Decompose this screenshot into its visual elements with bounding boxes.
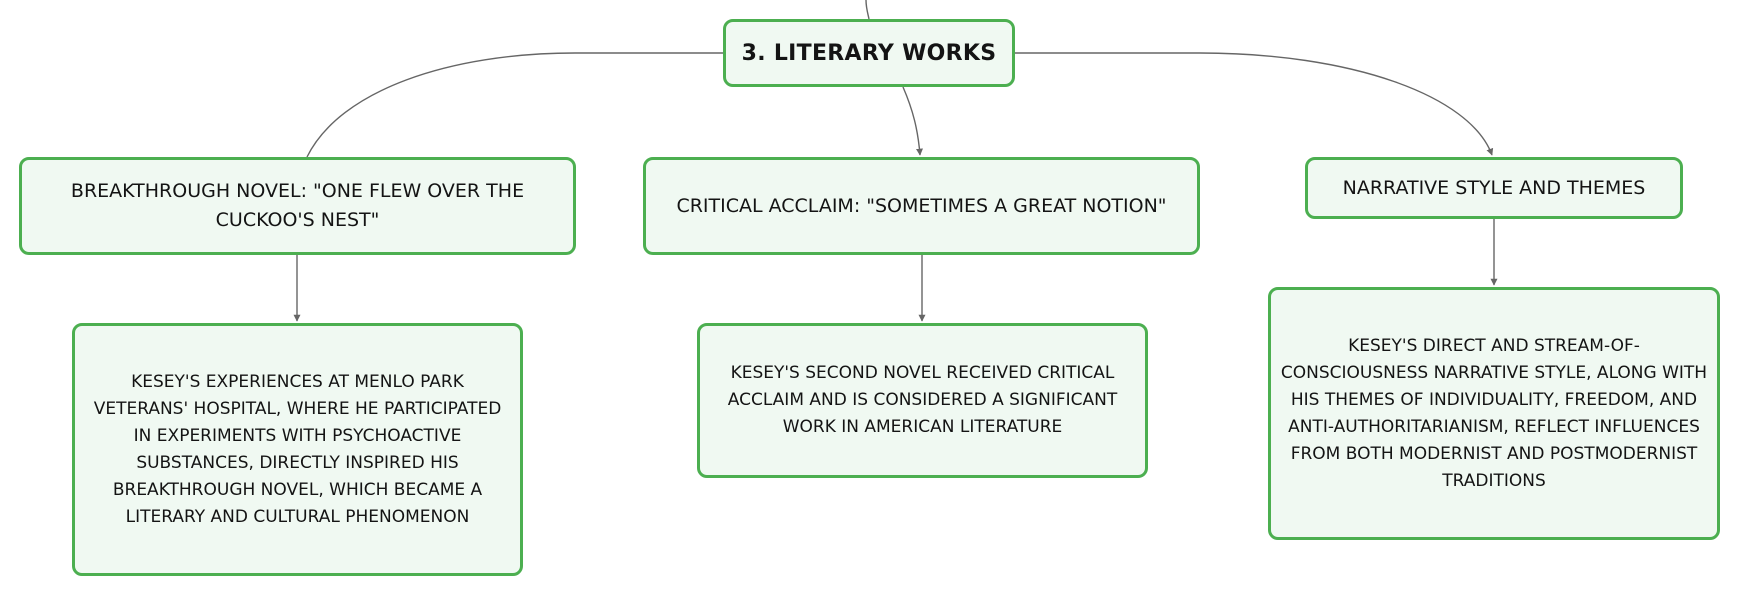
connector-root-to-style	[1015, 52, 1494, 156]
root-node-label: 3. LITERARY WORKS	[741, 40, 997, 66]
node-narrative-style-label: NARRATIVE STYLE AND THEMES	[1342, 176, 1646, 199]
node-breakthrough-novel[interactable]: BREAKTHROUGH NOVEL: "ONE FLEW OVER THE C…	[19, 157, 576, 255]
node-narrative-style[interactable]: NARRATIVE STYLE AND THEMES	[1305, 157, 1683, 219]
node-style-detail-text: KESEY'S DIRECT AND STREAM-OF-CONSCIOUSNE…	[1280, 335, 1708, 491]
node-acclaim-detail[interactable]: KESEY'S SECOND NOVEL RECEIVED CRITICAL A…	[697, 323, 1148, 478]
node-style-detail[interactable]: KESEY'S DIRECT AND STREAM-OF-CONSCIOUSNE…	[1268, 287, 1720, 540]
connector-root-to-breakthrough	[306, 52, 723, 158]
connector-parent-to-root	[865, 0, 870, 20]
root-node-literary-works[interactable]: 3. LITERARY WORKS	[723, 19, 1015, 87]
node-critical-acclaim-label: CRITICAL ACCLAIM: "SOMETIMES A GREAT NOT…	[676, 194, 1167, 217]
connector-root-to-acclaim	[902, 86, 923, 156]
node-acclaim-detail-text: KESEY'S SECOND NOVEL RECEIVED CRITICAL A…	[727, 363, 1118, 437]
node-breakthrough-novel-label: BREAKTHROUGH NOVEL: "ONE FLEW OVER THE C…	[70, 180, 525, 231]
node-breakthrough-detail-text: KESEY'S EXPERIENCES AT MENLO PARK VETERA…	[93, 371, 502, 527]
node-critical-acclaim[interactable]: CRITICAL ACCLAIM: "SOMETIMES A GREAT NOT…	[643, 157, 1200, 255]
node-breakthrough-detail[interactable]: KESEY'S EXPERIENCES AT MENLO PARK VETERA…	[72, 323, 523, 576]
